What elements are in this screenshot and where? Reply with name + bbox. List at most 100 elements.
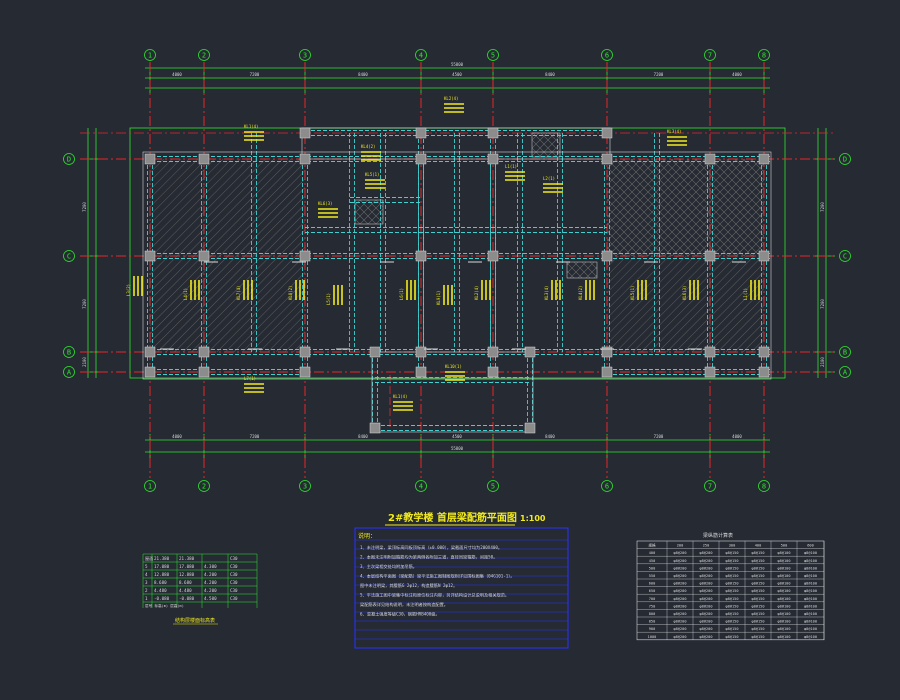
wall-outline: [142, 151, 772, 380]
dimension-text-top-span: 4000: [732, 72, 742, 77]
elevation-table-cell: 21.380: [179, 556, 195, 561]
rebar-table-cell: φ8@100: [804, 612, 817, 616]
elevation-table-caption: 结构层楼面标高表: [175, 617, 215, 624]
grid-bubble-B: [839, 346, 851, 358]
column: [299, 346, 311, 358]
rebar-table-cell: 400: [755, 544, 762, 548]
rebar-table-cell: φ8@200: [700, 620, 713, 624]
rebar-table-cell: φ8@150: [726, 589, 739, 593]
rebar-table-cell: φ8@150: [726, 627, 739, 631]
elevation-table-cell: C30: [230, 596, 238, 601]
grid-bubble-B: [63, 346, 75, 358]
column: [198, 250, 210, 262]
column: [369, 346, 381, 358]
stair-grid: [566, 261, 598, 279]
grid-bubble-label-B: B: [67, 349, 71, 357]
column: [487, 153, 499, 165]
beam-tag: L2(1): [543, 176, 555, 181]
rebar-table-cell: φ8@200: [700, 597, 713, 601]
rebar-table-cell: 300: [729, 544, 736, 548]
column: [415, 153, 427, 165]
column: [487, 250, 499, 262]
column: [198, 366, 210, 378]
grid-bubble-label-A: A: [67, 369, 72, 377]
dimension-text-side: 7200: [82, 299, 87, 309]
grid-bubble-label-3: 3: [303, 483, 307, 491]
elevation-table-cell: C30: [230, 572, 238, 577]
rebar-table-cell: φ8@200: [674, 574, 687, 578]
column: [601, 346, 613, 358]
rebar-table-cell: φ8@150: [752, 627, 765, 631]
grid-bubble-label-7: 7: [708, 52, 712, 60]
rebar-table-cell: φ8@200: [700, 551, 713, 555]
rebar-table-cell: φ8@200: [674, 635, 687, 639]
rebar-table-cell: φ8@150: [726, 582, 739, 586]
notes-line: 6、混凝土强度等级C30，钢筋HRB400级。: [360, 611, 440, 618]
column: [415, 346, 427, 358]
grid-bubble-1: [144, 49, 156, 61]
rebar-table-cell: 400: [649, 551, 656, 555]
column: [299, 127, 311, 139]
elevation-table-cell: C30: [230, 556, 238, 561]
beam-tag: KL5(1): [630, 286, 635, 300]
elevation-table-cell: 3: [145, 580, 148, 585]
rebar-table-cell: φ8@100: [778, 574, 791, 578]
beam-tag: KL10(1): [445, 364, 462, 369]
beam-tag: KL2(4): [474, 286, 479, 300]
elevation-table-footer: 层号 标高(m) 层高(m): [145, 603, 184, 608]
column: [758, 346, 770, 358]
column: [144, 366, 156, 378]
rebar-table-cell: φ8@150: [752, 582, 765, 586]
rebar-table-cell: φ8@100: [778, 566, 791, 570]
grid-bubble-6: [601, 49, 613, 61]
grid-bubble-8: [758, 49, 770, 61]
grid-bubble-label-3: 3: [303, 52, 307, 60]
grid-bubble-3: [299, 49, 311, 61]
dimension-text-top-span: 8400: [358, 72, 368, 77]
grid-bubble-5: [487, 480, 499, 492]
column: [144, 346, 156, 358]
rebar-table-cell: φ8@150: [726, 620, 739, 624]
dimension-text-bottom-span: 8400: [358, 434, 368, 439]
slab-hatch: [710, 256, 764, 352]
column: [758, 366, 770, 378]
elevation-table-cell: C30: [230, 588, 238, 593]
column: [198, 346, 210, 358]
rebar-table-cell: φ8@150: [726, 635, 739, 639]
rebar-table-cell: φ8@100: [804, 627, 817, 631]
dimension-text-bottom-span: 4000: [732, 434, 742, 439]
dimension-text-bottom-span: 4000: [172, 434, 182, 439]
grid-bubble-label-7: 7: [708, 483, 712, 491]
rebar-table-cell: φ8@100: [804, 559, 817, 563]
rebar-table-cell: φ8@200: [674, 551, 687, 555]
column: [601, 127, 613, 139]
rebar-table-cell: φ8@150: [726, 559, 739, 563]
column: [601, 250, 613, 262]
grid-bubble-5: [487, 49, 499, 61]
grid-bubble-D: [63, 153, 75, 165]
rebar-table-cell: φ8@150: [752, 574, 765, 578]
grid-bubble-label-D: D: [843, 156, 847, 164]
column: [487, 366, 499, 378]
rebar-table-cell: 850: [649, 620, 656, 624]
slab-hatch: [607, 256, 657, 352]
dimension-text-side: 7200: [820, 299, 825, 309]
rebar-table-cell: φ8@100: [804, 574, 817, 578]
grid-bubble-2: [198, 49, 210, 61]
rebar-table-cell: φ8@200: [700, 612, 713, 616]
grid-bubble-label-6: 6: [605, 52, 609, 60]
rebar-table-cell: φ8@200: [700, 566, 713, 570]
column: [524, 346, 536, 358]
column: [144, 250, 156, 262]
elevation-table-cell: -0.080: [179, 596, 195, 601]
rebar-table-cell: 800: [649, 612, 656, 616]
rebar-table-cell: 600: [807, 544, 814, 548]
rebar-table-cell: φ8@200: [674, 604, 687, 608]
elevation-table-cell: 4.480: [179, 588, 192, 593]
rebar-table-cell: φ8@200: [700, 635, 713, 639]
rebar-table-cell: φ8@150: [752, 566, 765, 570]
dimension-text-top-span: 7200: [654, 72, 664, 77]
